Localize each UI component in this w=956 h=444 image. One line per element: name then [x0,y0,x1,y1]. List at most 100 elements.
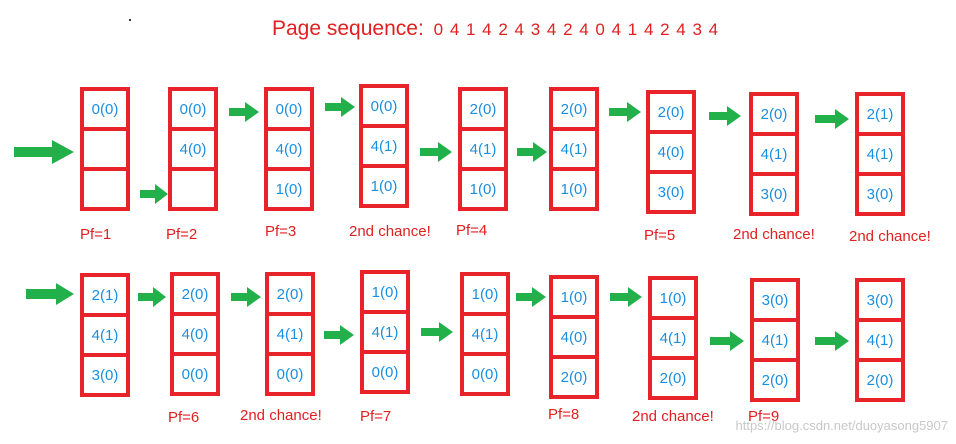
slot: 2(0) [553,359,595,395]
slot: 4(1) [363,128,405,164]
slot: 1(0) [363,168,405,204]
slot: 0(0) [464,356,506,392]
slot: 4(1) [754,322,796,358]
green-arrow-icon [324,325,354,345]
watermark: https://blog.csdn.net/duoyasong5907 [735,418,949,433]
slot: 0(0) [174,356,216,392]
slot: 4(1) [462,131,504,167]
slot: 1(0) [553,279,595,315]
slot: 0(0) [269,356,311,392]
frame-row2-step6: 1(0) 4(0) 2(0) [549,275,599,399]
green-arrow-icon [26,283,74,305]
green-arrow-icon [140,184,168,204]
label-pf-1: Pf=1 [80,226,112,243]
stray-dot [129,19,131,21]
frame-row1-step4: 0(0) 4(1) 1(0) [359,84,409,208]
slot: 4(1) [859,136,901,172]
frame-row2-step4: 1(0) 4(1) 0(0) [360,270,410,394]
green-arrow-icon [516,287,546,307]
label-2nd-chance: 2nd chance! [240,407,322,424]
sequence-values: 0 4 1 4 2 4 3 4 2 4 0 4 1 4 2 4 3 4 [433,20,720,39]
frame-row1-step9: 2(1) 4(1) 3(0) [855,92,905,216]
slot: 4(1) [364,314,406,350]
frame-row2-step3: 2(0) 4(1) 0(0) [265,272,315,396]
slot: 1(0) [553,171,595,207]
frame-row1-step1: 0(0) [80,87,130,211]
green-arrow-icon [610,287,642,307]
label-pf-8: Pf=8 [548,406,580,423]
green-arrow-icon [14,140,74,164]
slot: 2(0) [269,276,311,312]
frame-row1-step3: 0(0) 4(0) 1(0) [264,87,314,211]
slot: 3(0) [84,357,126,393]
slot: 2(1) [859,96,901,132]
slot: 4(0) [172,131,214,167]
green-arrow-icon [421,322,453,342]
frame-row2-step5: 1(0) 4(1) 0(0) [460,272,510,396]
slot: 0(0) [364,354,406,390]
slot: 4(1) [84,317,126,353]
slot: 2(0) [650,94,692,130]
slot: 3(0) [859,282,901,318]
slot: 0(0) [84,91,126,127]
frame-row1-step5: 2(0) 4(1) 1(0) [458,87,508,211]
slot: 0(0) [172,91,214,127]
slot: 4(0) [268,131,310,167]
label-2nd-chance: 2nd chance! [349,223,431,240]
frame-row1-step7: 2(0) 4(0) 3(0) [646,90,696,214]
slot [172,171,214,207]
slot: 1(0) [652,280,694,316]
slot: 4(0) [553,319,595,355]
frame-row2-step2: 2(0) 4(0) 0(0) [170,272,220,396]
frame-row1-step8: 2(0) 4(1) 3(0) [749,92,799,216]
green-arrow-icon [517,142,547,162]
slot: 4(1) [464,316,506,352]
slot: 3(0) [754,282,796,318]
slot [84,131,126,167]
green-arrow-icon [138,287,166,307]
label-pf-7: Pf=7 [360,408,392,425]
frame-row2-step7: 1(0) 4(1) 2(0) [648,276,698,400]
slot: 1(0) [364,274,406,310]
frame-row1-step6: 2(0) 4(1) 1(0) [549,87,599,211]
slot: 2(0) [174,276,216,312]
slot: 3(0) [650,174,692,210]
green-arrow-icon [229,102,259,122]
slot: 2(0) [462,91,504,127]
slot: 4(0) [650,134,692,170]
slot: 0(0) [363,88,405,124]
page-sequence-title: Page sequence: 0 4 1 4 2 4 3 4 2 4 0 4 1… [272,17,719,41]
label-2nd-chance: 2nd chance! [632,408,714,425]
slot: 2(0) [553,91,595,127]
green-arrow-icon [325,97,355,117]
slot: 2(0) [754,362,796,398]
label-pf-3: Pf=3 [265,223,297,240]
slot: 0(0) [268,91,310,127]
slot [84,171,126,207]
frame-row2-step8: 3(0) 4(1) 2(0) [750,278,800,402]
green-arrow-icon [815,331,849,351]
frame-row2-step9: 3(0) 4(1) 2(0) [855,278,905,402]
slot: 1(0) [464,276,506,312]
slot: 4(0) [174,316,216,352]
slot: 2(0) [753,96,795,132]
slot: 2(0) [859,362,901,398]
slot: 4(1) [859,322,901,358]
slot: 4(1) [553,131,595,167]
slot: 2(0) [652,360,694,396]
slot: 2(1) [84,277,126,313]
green-arrow-icon [815,109,849,129]
slot: 4(1) [269,316,311,352]
label-2nd-chance: 2nd chance! [849,228,931,245]
frame-row2-step1: 2(1) 4(1) 3(0) [80,273,130,397]
green-arrow-icon [710,331,744,351]
label-pf-5: Pf=5 [644,227,676,244]
frame-row1-step2: 0(0) 4(0) [168,87,218,211]
green-arrow-icon [420,142,452,162]
slot: 4(1) [753,136,795,172]
label-2nd-chance: 2nd chance! [733,226,815,243]
slot: 3(0) [859,176,901,212]
green-arrow-icon [609,102,641,122]
green-arrow-icon [709,106,741,126]
green-arrow-icon [231,287,261,307]
